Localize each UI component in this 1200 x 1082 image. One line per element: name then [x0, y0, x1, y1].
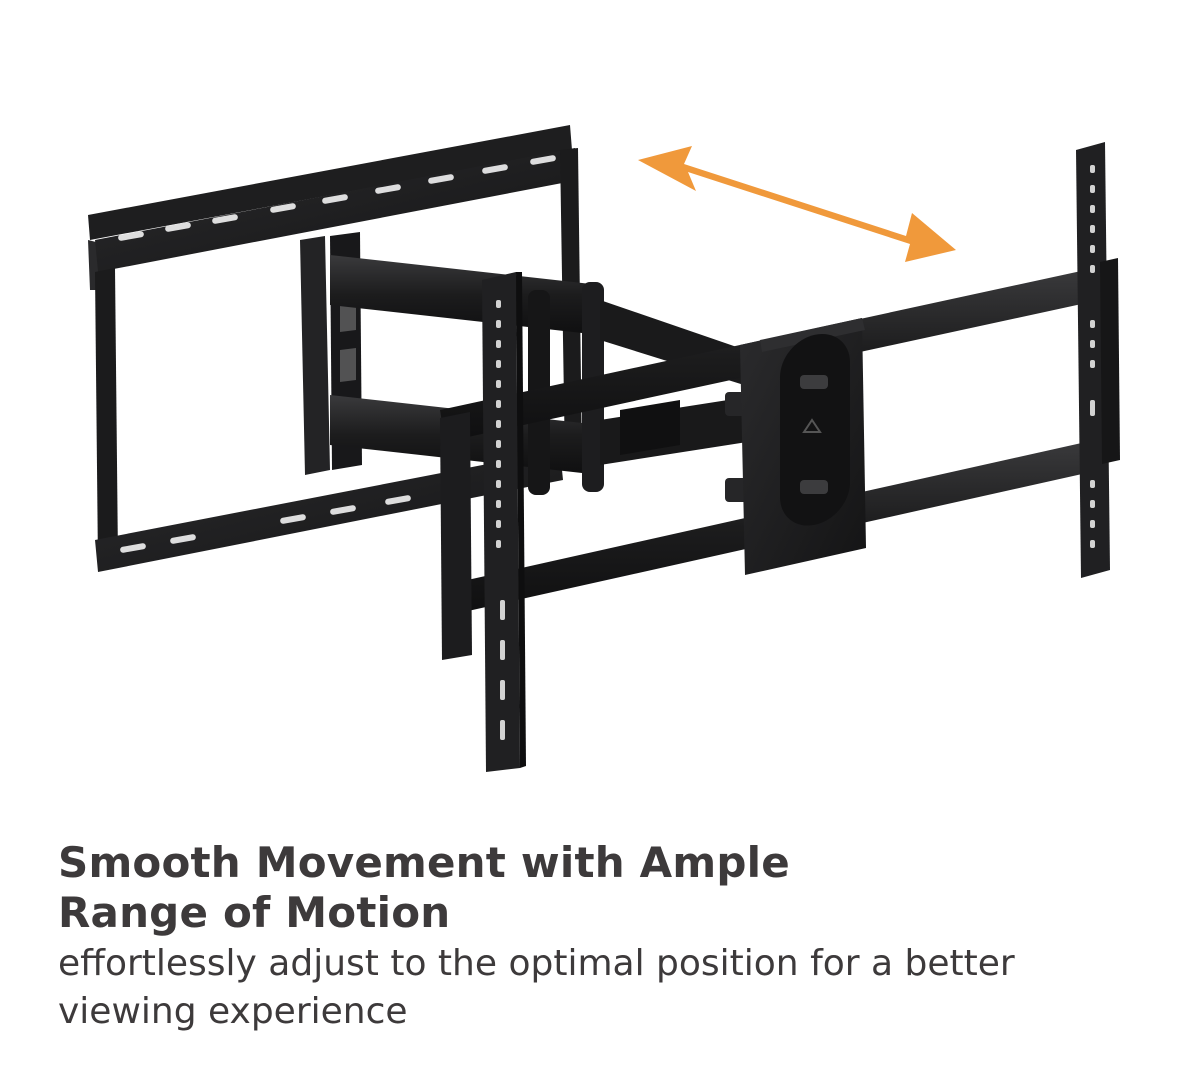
tv-wall-mount-illustration [88, 125, 1120, 772]
feature-caption: Smooth Movement with Ample Range of Moti… [58, 838, 1158, 1036]
swivel-plate [740, 318, 866, 575]
right-vertical-bracket [1076, 142, 1120, 578]
feature-description: effortlessly adjust to the optimal posit… [58, 943, 1015, 1032]
left-vertical-bracket [440, 272, 526, 772]
motion-arrow-icon [638, 146, 956, 262]
feature-headline: Smooth Movement with Ample Range of Moti… [58, 838, 790, 937]
